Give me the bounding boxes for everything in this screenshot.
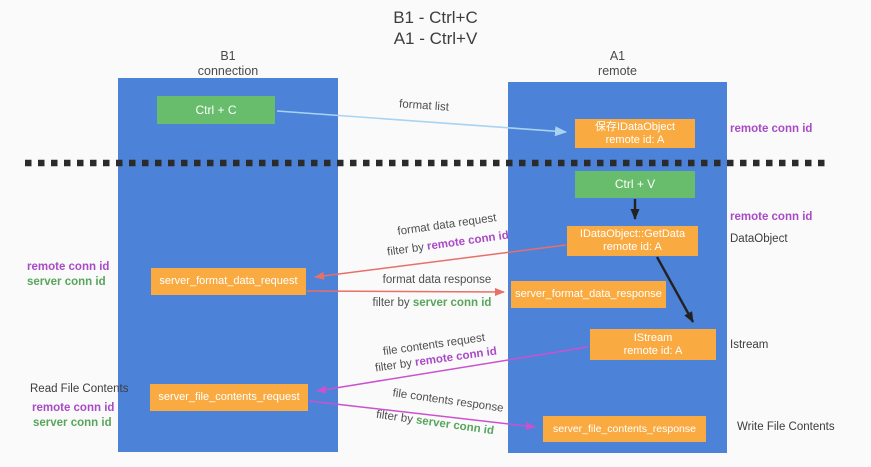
node-istream-line2: remote id: A	[623, 344, 683, 357]
node-istream: IStream remote id: A	[590, 329, 716, 360]
node-istream-line1: IStream	[633, 331, 673, 344]
node-server-file-contents-request-label: server_file_contents_request	[158, 391, 300, 403]
lane-header-a1: A1 remote	[508, 49, 727, 79]
filter-prefix: filter by	[386, 240, 428, 259]
annotation-istream: Istream	[730, 339, 769, 351]
node-server-format-data-response: server_format_data_response	[511, 281, 666, 308]
server-conn-id-keyword: server conn id	[412, 297, 492, 309]
annotation-server-conn-id-left-bottom: server conn id	[33, 417, 112, 429]
annotation-write-file-contents: Write File Contents	[737, 421, 835, 433]
annotation-remote-conn-id-right-mid: remote conn id	[730, 211, 813, 223]
label-filter-by-server-conn-id-1: filter by server conn id	[367, 297, 497, 309]
node-idataobject-getdata-line2: remote id: A	[603, 241, 662, 253]
diagram-title: B1 - Ctrl+C A1 - Ctrl+V	[0, 7, 871, 49]
label-filter-by-server-conn-id-2: filter by server conn id	[370, 408, 500, 438]
node-ctrl-c-label: Ctrl + C	[195, 102, 237, 117]
filter-prefix: filter by	[374, 356, 416, 375]
node-server-format-data-response-label: server_format_data_response	[515, 288, 662, 300]
filter-prefix: filter by	[372, 297, 413, 309]
node-save-idataobject-line2: remote id: A	[605, 133, 665, 146]
lane-b1-name: B1	[220, 49, 236, 63]
title-line-1: B1 - Ctrl+C	[393, 8, 478, 27]
node-idataobject-getdata-line1: IDataObject::GetData	[579, 228, 686, 240]
label-format-list: format list	[398, 98, 450, 114]
node-ctrl-v-label: Ctrl + V	[614, 177, 656, 191]
remote-conn-id-keyword: remote conn id	[426, 229, 510, 253]
server-conn-id-keyword: server conn id	[415, 414, 495, 438]
node-server-file-contents-response-label: server_file_contents_response	[552, 422, 696, 435]
node-idataobject-getdata: IDataObject::GetData remote id: A	[567, 226, 698, 256]
filter-prefix: filter by	[375, 408, 417, 427]
node-save-idataobject: 保存IDataObject remote id: A	[575, 119, 695, 148]
label-file-contents-response: file contents response	[391, 387, 505, 415]
annotation-remote-conn-id-right-top: remote conn id	[730, 123, 813, 135]
node-server-format-data-request-label: server_format_data_request	[159, 275, 298, 287]
node-server-file-contents-request: server_file_contents_request	[150, 384, 308, 411]
node-ctrl-v: Ctrl + V	[575, 171, 695, 198]
label-format-data-response: format data response	[382, 274, 492, 286]
lane-a1-role: remote	[598, 64, 637, 78]
annotation-read-file-contents: Read File Contents	[30, 383, 129, 395]
node-server-format-data-request: server_format_data_request	[151, 268, 306, 295]
node-ctrl-c: Ctrl + C	[157, 96, 275, 124]
lane-header-b1: B1 connection	[118, 49, 338, 79]
annotation-remote-conn-id-left-mid: remote conn id	[27, 261, 110, 273]
node-server-file-contents-response: server_file_contents_response	[543, 416, 706, 442]
node-save-idataobject-line1: 保存IDataObject	[594, 120, 676, 133]
lane-a1-name: A1	[609, 49, 626, 63]
annotation-dataobject: DataObject	[730, 233, 788, 245]
annotation-server-conn-id-left-mid: server conn id	[27, 276, 106, 288]
title-line-2: A1 - Ctrl+V	[393, 29, 478, 48]
lane-b1-role: connection	[197, 64, 259, 78]
annotation-remote-conn-id-left-bottom: remote conn id	[32, 402, 115, 414]
